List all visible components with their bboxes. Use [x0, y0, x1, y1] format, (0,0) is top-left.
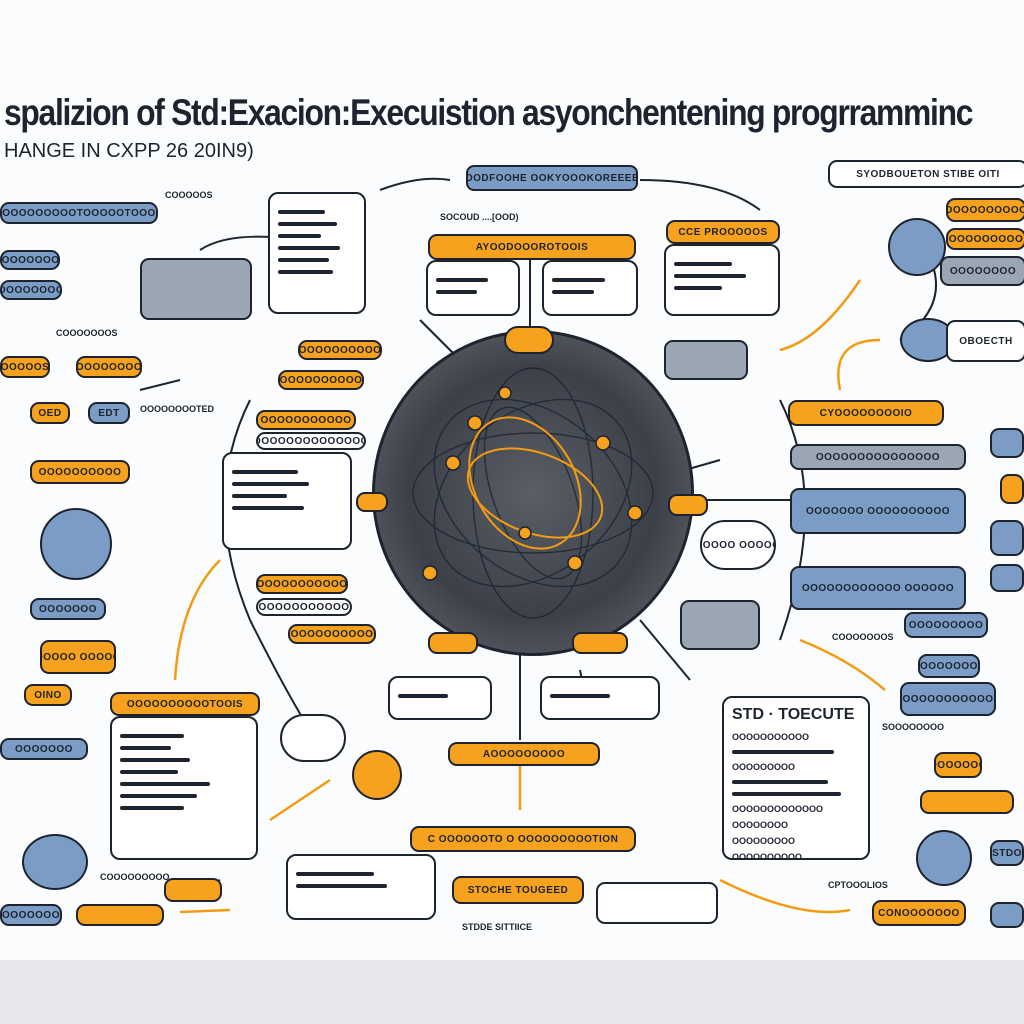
right-edge-pill-e[interactable] — [990, 902, 1024, 928]
diagram-title: spalizion of Std:Exacion:Execuistion asy… — [4, 92, 973, 133]
left-pill-1[interactable]: OOOOOOOOOTOOOOOTOOO — [0, 202, 158, 224]
left-gear-node — [22, 834, 88, 890]
code-line: OOOOOOOOO — [732, 836, 796, 846]
left-bottom-pill-a[interactable] — [164, 878, 222, 902]
top-sub-label: SOCOUD ....[OOD) — [440, 212, 519, 222]
mid-left-pill-6[interactable]: OOOOOOOOOOO — [256, 598, 352, 616]
lower-right-card — [540, 676, 660, 720]
bottom-left-orange-node — [352, 750, 402, 800]
left-pill-10[interactable]: OOOOOOO OOOOOOO — [40, 640, 116, 674]
left-pill-13[interactable]: OOOOOOOOO — [0, 904, 62, 926]
diagram-canvas: spalizion of Std:Exacion:Execuistion asy… — [0, 92, 1024, 932]
right-pill-9[interactable]: OOOOOOOOO — [934, 752, 982, 778]
mid-left-pill-4[interactable]: OOOOOOOOOOOOOO — [256, 432, 366, 450]
mid-left-pill-3[interactable]: OOOOOOOOOOO — [256, 410, 356, 430]
code-line: OOOOOOOOOOOOO — [732, 804, 824, 814]
left-pill-8[interactable]: OOOOOOOOOO — [30, 460, 130, 484]
code-line: OOOOOOOOO — [732, 762, 796, 772]
diagram-subtitle: HANGE IN CXPP 26 20IN9) — [4, 140, 254, 162]
top-note: COOOOOS — [165, 190, 213, 200]
center-bottom-pill[interactable]: AOOOOOOOOO — [448, 742, 600, 766]
floor-shadow — [0, 960, 1024, 1024]
graph-left-node[interactable] — [356, 492, 388, 512]
connector-pill-gray-2 — [680, 600, 760, 650]
center-right-pill[interactable]: CCE PROOOOOS — [666, 220, 780, 244]
top-center-pill[interactable]: OODFOOHE OOKYOOOKOREEEE — [466, 165, 638, 191]
speech-bubble: SOOOO OOOOO — [700, 520, 776, 570]
right-note-1: COOOOOOOS — [832, 632, 894, 642]
right-pill-1[interactable]: OOOOOOOOOO — [946, 198, 1024, 222]
right-edge-pill-c[interactable] — [990, 520, 1024, 556]
left-pill-4[interactable]: OOOOOS — [0, 356, 50, 378]
left-pill-9[interactable]: OOOOOOO — [30, 598, 106, 620]
left-note-1: COOOOOOOS — [56, 328, 118, 338]
code-line: OOOOOOOOOO — [732, 852, 803, 862]
left-bottom-pill-b[interactable] — [76, 904, 164, 926]
left-code-card — [110, 716, 258, 860]
top-left-code-card — [268, 192, 366, 314]
right-pill-6[interactable]: OOOOOOOOO — [904, 612, 988, 638]
right-edge-pill-a[interactable] — [990, 428, 1024, 458]
right-note-3: CPTOOOLIOS — [828, 880, 888, 890]
center-main-pill[interactable]: AYOODOOOROTOOIS — [428, 234, 636, 260]
right-code-card — [664, 244, 780, 316]
left-pill-oino[interactable]: OINO — [24, 684, 72, 706]
center-lower-pill[interactable]: C OOOOOOTO O OOOOOOOOOTION — [410, 826, 636, 852]
right-wide-pill-1[interactable]: OOOOOOOOOOOOOOO — [790, 444, 966, 470]
right-pill-objecth[interactable]: OBOECTH — [946, 320, 1024, 362]
bottom-center-card — [286, 854, 436, 920]
right-note-2: SOOOOOOOO — [882, 722, 945, 732]
code-line: OOOOOOOO — [732, 820, 789, 830]
central-execution-graph — [372, 330, 694, 656]
bottom-left-bubble — [280, 714, 346, 762]
left-server-box — [140, 258, 252, 320]
left-pill-12[interactable]: OOOOOOO — [0, 738, 88, 760]
left-note-2: OOOOOOOOTED — [140, 404, 215, 414]
mid-left-pill-7[interactable]: OOOOOOOOOO — [288, 624, 376, 644]
connector-pill-gray — [664, 340, 748, 380]
left-note-3: COOOOOOOOO — [100, 872, 170, 882]
right-wide-pill-2[interactable]: OOOOOOO OOOOOOOOOO — [790, 488, 966, 534]
left-cloud-node — [40, 508, 112, 580]
graph-right-node[interactable] — [668, 494, 708, 516]
left-pill-3[interactable]: OOOOOOOO — [0, 280, 62, 300]
right-pill-7[interactable]: OOOOOOO — [918, 654, 980, 678]
lower-left-card — [388, 676, 492, 720]
right-edge-pill-b[interactable] — [1000, 474, 1024, 504]
mid-left-pill-2[interactable]: OOOOOOOOOO — [278, 370, 364, 390]
right-pill-conoo[interactable]: CONOOOOOOO — [872, 900, 966, 926]
stoche-touged-pill[interactable]: STOCHE TOUGEED — [452, 876, 584, 904]
graph-bottom-right-node[interactable] — [572, 632, 628, 654]
right-pill-5[interactable]: CYOOOOOOOOIO — [788, 400, 944, 426]
right-pill-stdo[interactable]: STDO — [990, 840, 1024, 866]
right-wide-pill-3[interactable]: OOOOOOOOOOOO OOOOOO — [790, 566, 966, 610]
mid-left-card — [222, 452, 352, 550]
left-pill-edt[interactable]: EDT — [88, 402, 130, 424]
right-edge-pill-d[interactable] — [990, 564, 1024, 592]
right-gear-node — [888, 218, 946, 276]
right-bottom-node — [916, 830, 972, 886]
left-card-title[interactable]: OOOOOOOOOOTOOIS — [110, 692, 260, 716]
std-execute-card: STD · TOECUTE OOOOOOOOOOO OOOOOOOOO OOOO… — [722, 696, 870, 862]
mid-left-pill-5[interactable]: OOOOOOOOOOO — [256, 574, 348, 594]
right-pill-10[interactable] — [920, 790, 1014, 814]
right-pill-3[interactable]: OOOOOOOO — [940, 256, 1024, 286]
graph-bottom-left-node[interactable] — [428, 632, 478, 654]
center-right-card — [542, 260, 638, 316]
code-line: OOOOOOOOOOO — [732, 732, 810, 742]
center-left-card — [426, 260, 520, 316]
mid-left-pill-1[interactable]: OOOOOOOOOO — [298, 340, 382, 360]
top-right-banner[interactable]: SYODBOUETON STIBE OITI — [828, 160, 1024, 188]
graph-top-node[interactable] — [504, 326, 554, 354]
graph-edges — [412, 367, 654, 619]
bottom-right-card — [596, 882, 718, 924]
right-pill-2[interactable]: OOOOOOOOO — [946, 228, 1024, 250]
std-execute-title: STD · TOECUTE — [732, 706, 855, 723]
left-pill-oed[interactable]: OED — [30, 402, 70, 424]
stdde-note: STDDE SITTIICE — [462, 922, 533, 932]
left-pill-5[interactable]: OOOOOOOO — [76, 356, 142, 378]
right-pill-8[interactable]: OOOOOOOOOOO — [900, 682, 996, 716]
